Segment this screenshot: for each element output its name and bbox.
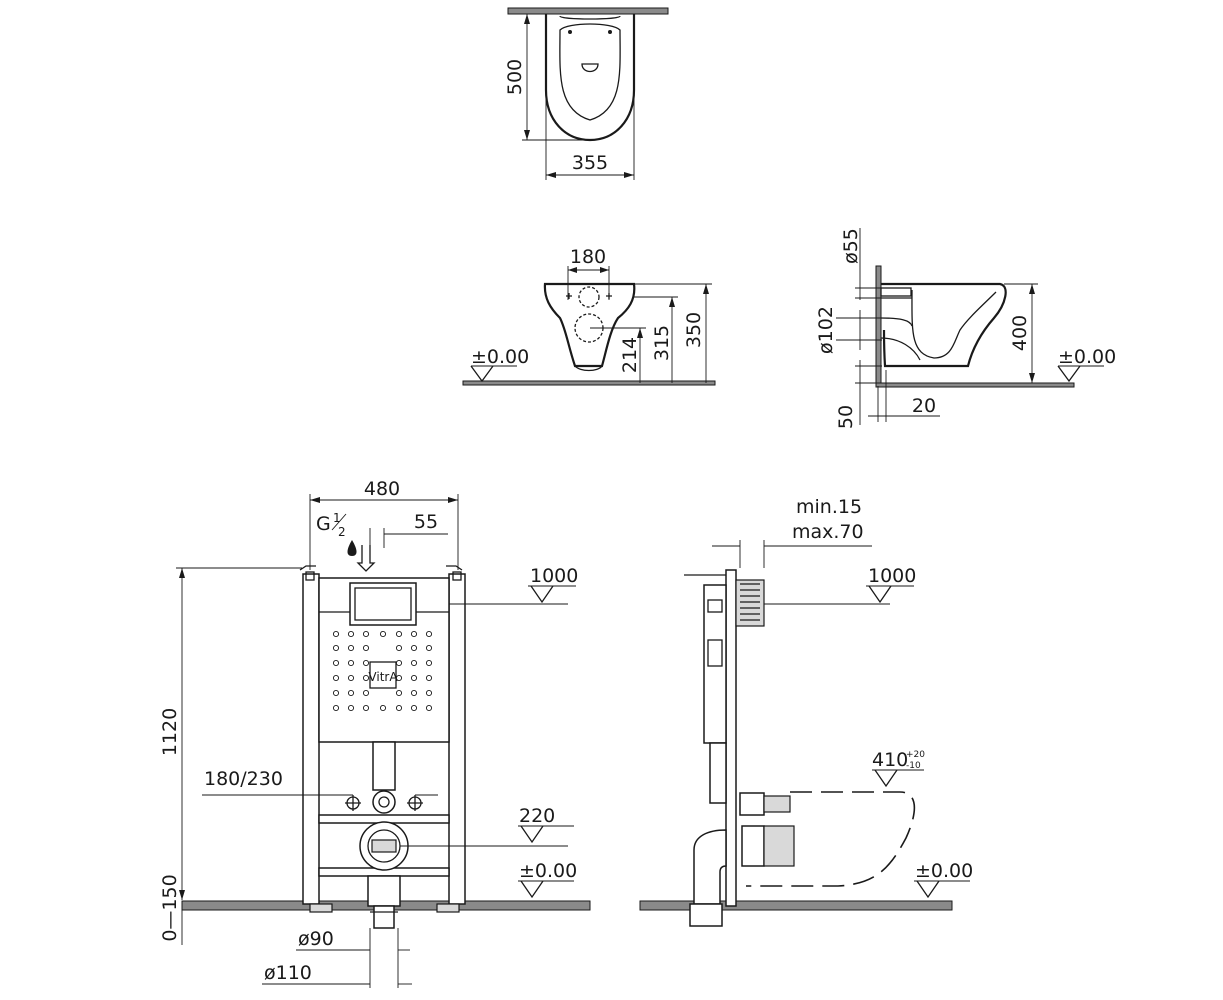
cistern-dot [347, 704, 355, 712]
cistern-dot [410, 704, 418, 712]
cistern-dot [395, 689, 403, 697]
tol-plus: +20 [906, 750, 925, 760]
cistern-dot [362, 674, 370, 682]
cistern-dot [395, 644, 403, 652]
bowl-inner [559, 23, 621, 121]
cistern-dot [332, 674, 340, 682]
floor-line [875, 382, 1075, 388]
cistern-dot [410, 674, 418, 682]
cistern-dot [332, 659, 340, 667]
floor-line [462, 380, 716, 386]
frame-side-view: min.15 max.70 1000 410 +20 -10 ±0.00 [639, 496, 973, 927]
top-wall [507, 7, 669, 15]
bolt-hole [608, 30, 612, 34]
tol-minus: -10 [906, 761, 921, 771]
cistern-dot [362, 689, 370, 697]
cistern-dot [362, 704, 370, 712]
top-view: 500 355 [504, 7, 669, 180]
thread-g: G [316, 513, 331, 535]
bowl-drain [581, 63, 599, 73]
wall-line [875, 265, 882, 388]
cistern-dot [347, 644, 355, 652]
dim-inlet-offset: 55 [414, 511, 438, 533]
thread-num: 1 [333, 511, 341, 525]
cistern-dot [347, 689, 355, 697]
cistern-dot [362, 659, 370, 667]
cistern-dot [425, 644, 433, 652]
cistern-dot [395, 704, 403, 712]
cistern-dot [362, 630, 370, 638]
dim-dia-90: ø90 [298, 928, 334, 950]
cistern-dot [410, 630, 418, 638]
cistern-dot [332, 704, 340, 712]
cistern-dot [379, 630, 387, 638]
cistern-dot [362, 644, 370, 652]
dim-frame-width: 480 [364, 478, 400, 500]
bowl-side-outline [881, 282, 1007, 368]
wall-max: max.70 [792, 521, 864, 543]
bolt-hole [568, 30, 572, 34]
level-zero: ±0.00 [519, 860, 577, 882]
level-zero: ±0.00 [1058, 346, 1116, 368]
flush-plate [349, 582, 417, 626]
dim-hole-spacing: 180 [570, 246, 606, 268]
dim-height-350: 350 [683, 312, 705, 348]
cistern-dot [425, 704, 433, 712]
cistern-dot [347, 674, 355, 682]
dim-depth: 500 [504, 59, 526, 95]
frame-front-view: VitrA 480 G 1 2 [159, 478, 591, 988]
dim-dia-110: ø110 [264, 962, 312, 984]
wall-min: min.15 [796, 496, 862, 518]
cistern-dot [379, 704, 387, 712]
cistern-dot [347, 630, 355, 638]
level-zero: ±0.00 [915, 860, 973, 882]
dim-width: 355 [572, 152, 608, 174]
dim-height-214: 214 [619, 337, 641, 373]
dim-dia-55: ø55 [840, 228, 862, 264]
floor-line [639, 900, 953, 911]
level-410: 410 [872, 749, 908, 771]
cistern-dot [410, 644, 418, 652]
cistern-dot [332, 630, 340, 638]
cistern-dot [410, 659, 418, 667]
cistern-dot [410, 689, 418, 697]
inlet-circle [578, 286, 600, 308]
brand-logo: VitrA [368, 670, 398, 684]
level-zero: ±0.00 [471, 346, 529, 368]
thread-den: 2 [338, 525, 346, 539]
cistern-dot [395, 630, 403, 638]
cistern-dot [425, 659, 433, 667]
dim-50: 50 [835, 405, 857, 429]
dim-bolt-spacing: 180/230 [204, 768, 283, 790]
dim-height-315: 315 [651, 325, 673, 361]
cistern-dots [332, 630, 433, 712]
cistern-dot [332, 644, 340, 652]
cistern-dot [425, 689, 433, 697]
cistern-dot [425, 630, 433, 638]
bowl-rim [559, 15, 621, 20]
dim-dia-102: ø102 [815, 306, 837, 354]
dim-height-400: 400 [1009, 315, 1031, 351]
bowl-front-view: 180 214 315 350 ±0.00 [462, 246, 716, 386]
dim-20: 20 [912, 395, 936, 417]
cistern-dot [347, 659, 355, 667]
bowl-dashed-outline [746, 791, 916, 887]
dim-floor-adjust: 0—150 [159, 874, 181, 941]
level-220: 220 [519, 805, 555, 827]
cistern-dot [425, 674, 433, 682]
cistern-dot [332, 689, 340, 697]
level-1000: 1000 [530, 565, 578, 587]
dim-frame-height: 1120 [159, 708, 181, 756]
bowl-side-view: ø55 ø102 50 20 400 ±0.00 [815, 228, 1116, 429]
level-1000: 1000 [868, 565, 916, 587]
bowl-outline [544, 14, 636, 142]
